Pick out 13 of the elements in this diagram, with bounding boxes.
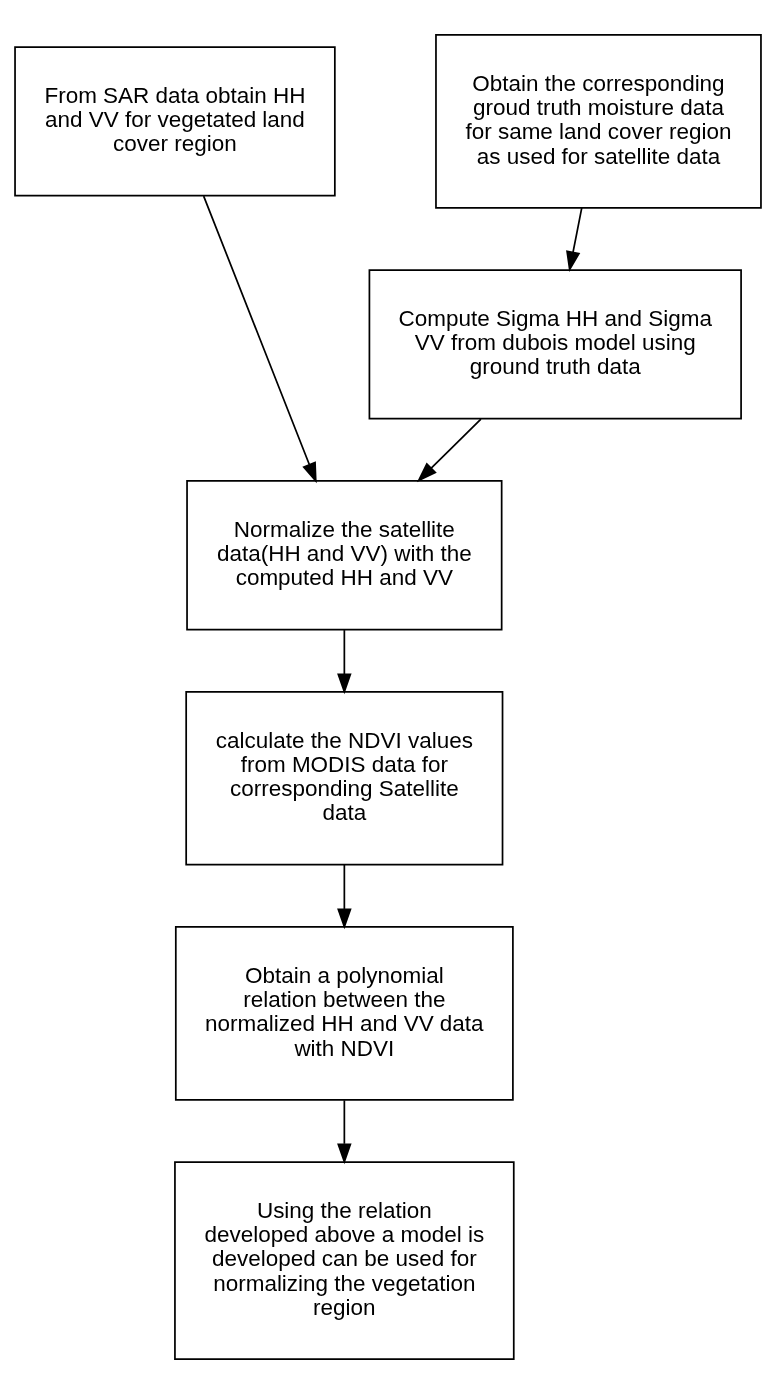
arrow: [337, 1099, 352, 1165]
arrow: [416, 418, 482, 483]
node-box: Using the relation developed above a model is developed can be used for normalizing the vegetation region: [174, 1161, 515, 1360]
arrow: [566, 207, 583, 272]
node-box: calculate the NDVI values from MODIS data for corresponding Satellite data: [185, 690, 504, 866]
node-box: Compute Sigma HH and Sigma VV from dubois model using ground truth data: [368, 269, 742, 420]
node-box: From SAR data obtain HH and VV for vegetated land cover region: [14, 46, 336, 197]
arrow: [202, 195, 317, 484]
arrow: [337, 629, 352, 695]
arrow: [337, 864, 352, 930]
node-box: Obtain the corresponding groud truth moisture data for same land cover region as used for satellite data: [435, 34, 762, 209]
node-box: Obtain a polynomial relation between the normalized HH and VV data with NDVI: [174, 926, 514, 1101]
node-box: Normalize the satellite data(HH and VV) with the computed HH and VV: [186, 480, 503, 631]
